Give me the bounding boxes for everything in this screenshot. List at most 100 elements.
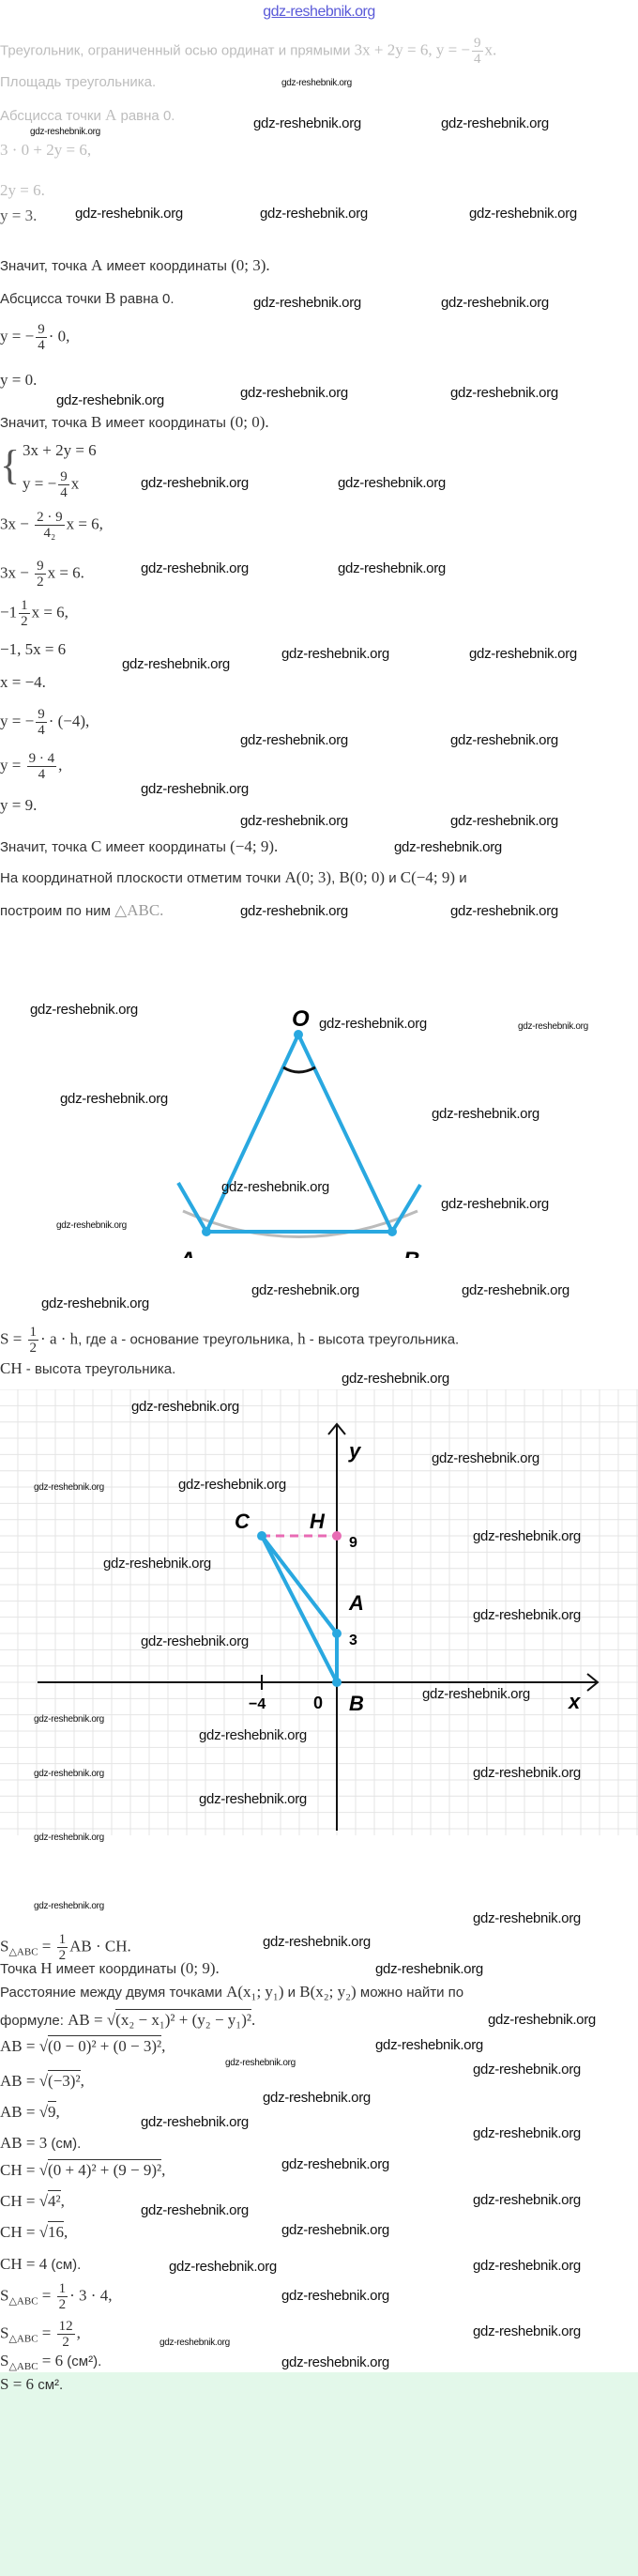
text: S (0, 2323, 9, 2342)
step-c-eq4: −1, 5x = 6 (0, 640, 67, 658)
statement-text: Треугольник, ограниченный осью ординат и… (0, 42, 355, 59)
watermark: gdz-reshebnik.org (518, 1021, 588, 1032)
text: , (80, 2072, 84, 2090)
watermark: gdz-reshebnik.org (473, 1528, 581, 1544)
numerator: 12 (56, 2319, 75, 2335)
watermark: gdz-reshebnik.org (56, 1220, 127, 1231)
watermark: gdz-reshebnik.org (30, 127, 100, 137)
unit: (см). (47, 2136, 82, 2152)
watermark: gdz-reshebnik.org (473, 2258, 581, 2274)
text: , (64, 2223, 68, 2241)
watermark: gdz-reshebnik.org (473, 2062, 581, 2078)
watermark: gdz-reshebnik.org (60, 1091, 168, 1107)
text: x = 6. (47, 563, 84, 582)
text: · (−4), (48, 712, 90, 730)
watermark: gdz-reshebnik.org (432, 1106, 539, 1122)
watermark: gdz-reshebnik.org (141, 2202, 249, 2218)
text: y = − (0, 712, 35, 730)
text: Значит, точка (0, 258, 92, 274)
watermark: gdz-reshebnik.org (131, 1399, 239, 1415)
unit: (см). (47, 2257, 82, 2273)
var: CH (0, 1359, 23, 1377)
numerator: 2 · 9 (35, 510, 65, 526)
watermark: gdz-reshebnik.org (338, 560, 446, 576)
step-c-conclusion: Значит, точка C имеет координаты (−4; 9)… (0, 837, 278, 857)
coords: (0; 0). (230, 413, 269, 431)
answer-box (0, 2372, 638, 2576)
text: , (161, 2161, 166, 2179)
statement-math: 3x + 2y = 6, y = − (354, 40, 470, 59)
text: Точка (0, 1961, 41, 1977)
text: , (331, 870, 340, 886)
triangle-oab (203, 1030, 396, 1234)
text: , где (78, 1331, 111, 1348)
step-a-eq3: y = 3. (0, 207, 38, 224)
text: −1 (0, 603, 18, 621)
site-title-link[interactable]: gdz-reshebnik.org (263, 4, 375, 20)
text: · a · h (40, 1329, 79, 1348)
text: имеет координаты (101, 415, 231, 431)
text: S (0, 2286, 9, 2305)
text: имеет координаты (52, 1961, 181, 1977)
watermark: gdz-reshebnik.org (441, 295, 549, 311)
watermark: gdz-reshebnik.org (253, 115, 361, 131)
point-b: B(x₂; y₂) (299, 1983, 357, 2001)
text: S = (0, 1329, 26, 1348)
text: x = 6, (31, 603, 68, 621)
ch-eq4: CH = 4 (см). (0, 2255, 81, 2275)
radicand: 9 (48, 2101, 56, 2121)
text: CH = √ (0, 2192, 49, 2210)
denominator: 2 (58, 1948, 67, 1963)
radicand: (−3)² (48, 2070, 81, 2090)
numerator: 9 · 4 (26, 751, 57, 767)
text: и (283, 1985, 300, 2001)
text: можно найти по (356, 1985, 464, 2001)
watermark: gdz-reshebnik.org (450, 813, 558, 829)
point-c (257, 1531, 266, 1541)
text: AB = √ (0, 2037, 49, 2055)
denominator: 4 (38, 723, 45, 738)
watermark: gdz-reshebnik.org (178, 1477, 286, 1493)
watermark: gdz-reshebnik.org (469, 646, 577, 662)
watermark: gdz-reshebnik.org (263, 2090, 371, 2106)
denominator: 4 (38, 338, 45, 353)
watermark: gdz-reshebnik.org (281, 2222, 389, 2238)
watermark: gdz-reshebnik.org (450, 732, 558, 748)
text: , (60, 2192, 65, 2210)
step-b-conclusion: Значит, точка B имеет координаты (0; 0). (0, 413, 269, 433)
text: = 6 (38, 2352, 64, 2369)
watermark: gdz-reshebnik.org (34, 1832, 104, 1843)
var: A (105, 106, 117, 124)
label-o: O (292, 1006, 310, 1032)
watermark: gdz-reshebnik.org (30, 1002, 138, 1018)
distance-text: Расстояние между двумя точками A(x₁; y₁)… (0, 1983, 463, 2002)
y-axis-arrow-icon (327, 1422, 346, 1435)
var: a (110, 1329, 118, 1348)
ch-eq3: CH = √16, (0, 2221, 68, 2242)
numerator: 9 (36, 322, 47, 338)
step-b-eq2: y = 0. (0, 371, 38, 389)
text: равна 0. (116, 108, 175, 124)
system-eq1: 3x + 2y = 6 (23, 441, 97, 459)
text: равна 0. (115, 291, 175, 307)
watermark: gdz-reshebnik.org (199, 1727, 307, 1743)
watermark: gdz-reshebnik.org (281, 2354, 389, 2370)
step-a-abscissa: Абсцисса точки A равна 0. (0, 106, 175, 126)
watermark: gdz-reshebnik.org (375, 2037, 483, 2053)
text: = (38, 2286, 55, 2305)
label-b: B (349, 1692, 364, 1715)
watermark: gdz-reshebnik.org (281, 646, 389, 662)
watermark: gdz-reshebnik.org (281, 2288, 389, 2304)
text: и (455, 870, 467, 886)
subscript: △ABC (8, 2295, 38, 2308)
label-h: H (310, 1510, 326, 1533)
label-a: A (348, 1591, 364, 1615)
